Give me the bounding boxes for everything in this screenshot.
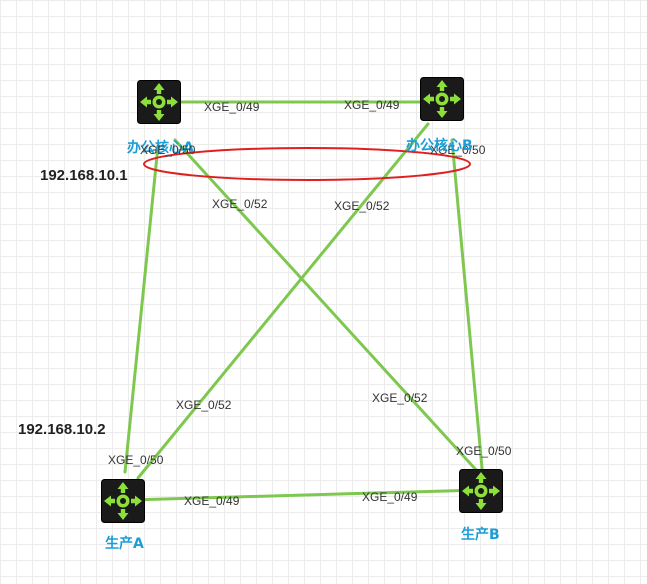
router-icon [137, 80, 181, 124]
highlight-ellipse [143, 147, 471, 181]
link-office-b-production-a[interactable] [136, 122, 430, 480]
device-production-a[interactable] [101, 478, 145, 524]
device-office-core-b[interactable] [420, 77, 464, 121]
port-label: XGE_0/52 [176, 398, 232, 412]
device-production-b[interactable] [459, 468, 503, 514]
device-office-core-a[interactable] [137, 80, 181, 124]
link-production-a-production-b[interactable] [128, 488, 482, 502]
port-label: XGE_0/50 [140, 143, 196, 157]
port-label: XGE_0/50 [456, 444, 512, 458]
port-label: XGE_0/49 [344, 98, 400, 112]
node-labels: 办公核心A XGE_0/50 办公核心B 生产A 生产B [105, 137, 500, 552]
router-icon [459, 468, 503, 514]
port-label: XGE_0/49 [204, 100, 260, 114]
node-label-production-b: 生产B [461, 526, 500, 543]
port-label: XGE_0/52 [212, 197, 268, 211]
port-label: XGE_0/49 [184, 494, 240, 508]
ip-label-production-a: 192.168.10.2 [18, 421, 106, 438]
link-office-a-production-a[interactable] [123, 144, 160, 474]
port-label: XGE_0/52 [372, 391, 428, 405]
link-office-b-production-b[interactable] [450, 138, 484, 470]
port-labels: XGE_0/49 XGE_0/49 XGE_0/50 XGE_0/52 XGE_… [108, 98, 512, 508]
links-layer [123, 100, 484, 502]
port-label: XGE_0/50 [430, 143, 486, 157]
ip-labels: 192.168.10.1 192.168.10.2 [18, 167, 128, 438]
port-label: XGE_0/50 [108, 453, 164, 467]
router-icon [420, 77, 464, 121]
port-label: XGE_0/49 [362, 490, 418, 504]
node-label-production-a: 生产A [105, 535, 144, 552]
node-label-office-core-b: 办公核心B [406, 137, 473, 154]
ip-label-office-core-a: 192.168.10.1 [40, 167, 128, 184]
node-label-office-core-a: 办公核心A [127, 139, 194, 156]
port-label: XGE_0/52 [334, 199, 390, 213]
link-office-a-production-b[interactable] [173, 138, 480, 474]
router-icon [101, 478, 145, 524]
